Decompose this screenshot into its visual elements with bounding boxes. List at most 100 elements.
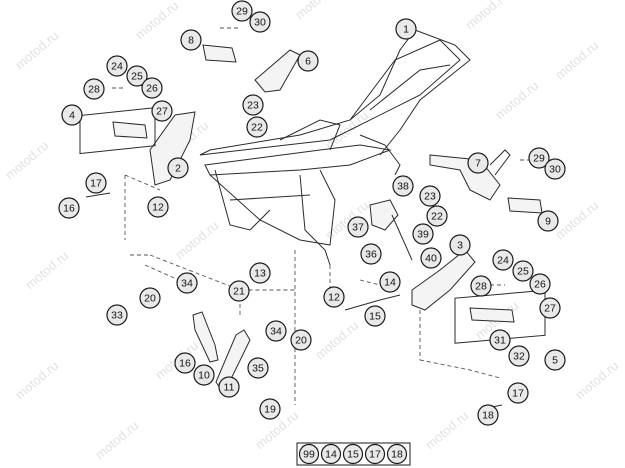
callout-circle [364,305,386,327]
callout-24: 24 [106,55,128,77]
callout-8: 8 [180,29,202,51]
callout-29: 29 [231,0,253,22]
callout-16: 16 [58,197,80,219]
callout-circle [106,55,128,77]
callout-circle [228,280,250,302]
callout-4: 4 [61,104,83,126]
watermark-text: motod.ru [172,218,221,262]
callout-circle [61,104,83,126]
callout-number: 12 [328,292,340,304]
callout-33: 33 [106,304,128,326]
callout-number: 31 [494,335,506,347]
callout-circle [537,210,559,232]
callout-number: 4 [69,110,75,122]
callout-circle [477,404,499,426]
callout-circle [489,329,511,351]
callout-31: 31 [489,329,511,351]
watermark-text: motod.ru [552,198,601,242]
watermark-text: motod.ru [92,418,141,462]
callout-circle [395,18,417,40]
callout-circle [151,100,173,122]
callout-number: 16 [63,203,75,215]
callout-25: 25 [126,65,148,87]
callout-circle [492,249,514,271]
callout-27: 27 [151,100,173,122]
callout-38: 38 [392,175,414,197]
watermark-text: motod.ru [2,138,51,182]
callout-circle [386,443,408,465]
callout-18: 18 [477,404,499,426]
callout-circle [298,443,320,465]
callout-circle [379,271,401,293]
kit-item-callout: 15 [342,443,364,465]
kit-item-callout: 17 [364,443,386,465]
callout-number: 27 [156,106,168,118]
callout-number: 8 [188,35,194,47]
callout-number: 15 [347,449,359,461]
callout-number: 15 [369,311,381,323]
callout-circle [467,152,489,174]
callout-19: 19 [259,398,281,420]
callout-number: 14 [325,449,337,461]
callout-number: 7 [475,158,481,170]
callout-17: 17 [507,382,529,404]
callout-number: 17 [512,388,524,400]
callout-circle [193,364,215,386]
callout-number: 12 [152,202,164,214]
callout-number: 17 [90,178,102,190]
callout-24: 24 [492,249,514,271]
callout-circle [83,78,105,100]
callout-40: 40 [420,247,442,269]
callout-15: 15 [364,305,386,327]
callout-1: 1 [395,18,417,40]
callout-2: 2 [167,157,189,179]
callout-number: 40 [425,253,437,265]
callout-27: 27 [539,297,561,319]
callout-circle [412,223,434,245]
callout-circle [176,272,198,294]
callout-circle [392,175,414,197]
callout-number: 6 [305,56,311,68]
callout-number: 25 [131,71,143,83]
callout-circle [180,29,202,51]
callout-30: 30 [249,11,271,33]
callout-circle [419,185,441,207]
callout-circle [290,329,312,351]
callout-3: 3 [449,234,471,256]
callout-number: 33 [111,310,123,322]
callout-number: 5 [552,355,558,367]
callout-28: 28 [470,275,492,297]
callout-number: 28 [475,281,487,293]
callout-35: 35 [247,357,269,379]
callout-number: 16 [179,358,191,370]
callout-circle [512,260,534,282]
callout-circle [106,304,128,326]
callout-circle [347,216,369,238]
callout-number: 24 [111,61,123,73]
kit-number-callout: 99 [298,443,320,465]
callout-circle [247,357,269,379]
watermark-text: motod.ru [462,0,511,32]
callout-circle [528,147,550,169]
callout-28: 28 [83,78,105,100]
callout-circle [141,77,163,99]
callout-number: 19 [264,404,276,416]
callout-39: 39 [412,223,434,245]
callout-23: 23 [242,94,264,116]
watermark-text: motod.ru [552,38,601,82]
callout-circle [364,443,386,465]
callout-number: 1 [403,24,409,36]
watermark-text: motod.ru [312,318,361,362]
callout-22: 22 [426,205,448,227]
callout-circle [449,234,471,256]
callout-number: 34 [181,278,193,290]
callout-number: 3 [457,240,463,252]
watermark-text: motod.ru [292,0,341,22]
callout-number: 10 [198,370,210,382]
callout-circle [470,275,492,297]
callout-30: 30 [544,158,566,180]
callout-number: 30 [549,164,561,176]
callout-number: 24 [497,255,509,267]
callout-number: 21 [233,286,245,298]
